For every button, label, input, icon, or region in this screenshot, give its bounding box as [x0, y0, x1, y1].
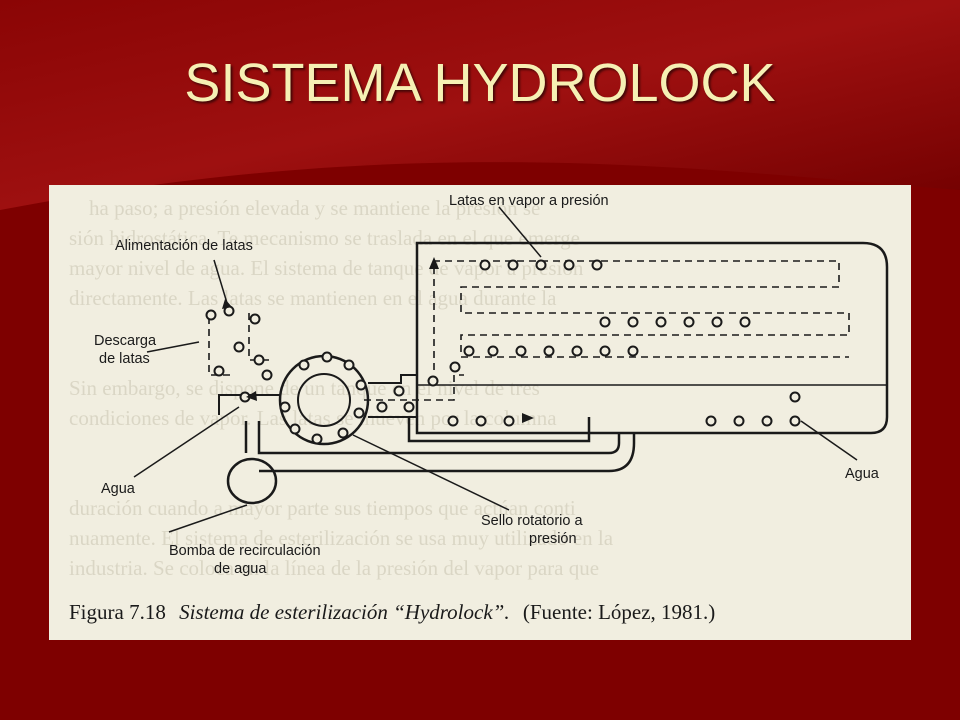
- label-rotary-seal-line1: Sello rotatorio a: [481, 513, 583, 529]
- water-pipes: [244, 417, 636, 473]
- label-steam-cans: Latas en vapor a presión: [449, 193, 609, 209]
- svg-text:mayor nivel de agua. El sistem: mayor nivel de agua. El sistema de tanqu…: [69, 256, 584, 280]
- flow-arrows: [222, 257, 534, 423]
- label-pump-line1: Bomba de recirculación: [169, 543, 321, 559]
- label-rotary-seal-line2: presión: [529, 531, 577, 547]
- scan-bleed-text: ha paso; a presión elevada y se mantiene…: [69, 196, 614, 580]
- caption-source: (Fuente: López, 1981.): [523, 600, 715, 624]
- recirculation-pump: [226, 457, 278, 505]
- label-pump-line2: de agua: [214, 561, 267, 577]
- svg-text:sión hidrostática. Te mecanism: sión hidrostática. Te mecanismo se trasl…: [69, 226, 580, 250]
- label-can-feed: Alimentación de latas: [115, 238, 253, 254]
- svg-text:industria. Se coloca en la lín: industria. Se coloca en la línea de la p…: [69, 556, 599, 580]
- svg-text:directamente. Las latas se man: directamente. Las latas se mantienen en …: [69, 286, 557, 310]
- svg-text:Sin embargo, se dispone de un: Sin embargo, se dispone de un tanque en …: [69, 376, 540, 400]
- caption-title: Sistema de esterilización “Hydrolock”.: [179, 600, 510, 624]
- svg-text:nuamente. El sistema de esteri: nuamente. El sistema de esterilización s…: [69, 526, 614, 550]
- label-water-right: Agua: [845, 466, 880, 482]
- label-discharge-line2: de latas: [99, 351, 150, 367]
- figure-caption: Figura 7.18 Sistema de esterilización “H…: [69, 600, 715, 624]
- svg-text:duración cuando a mayor parte: duración cuando a mayor parte sus tiempo…: [69, 496, 576, 520]
- leader-lines: [133, 206, 858, 533]
- slide-title: SISTEMA HYDROLOCK: [184, 53, 776, 113]
- svg-text:ha paso; a presión elevada y s: ha paso; a presión elevada y se mantiene…: [89, 196, 540, 220]
- caption-prefix: Figura 7.18: [69, 600, 166, 624]
- cans: [205, 259, 801, 445]
- svg-text:condiciones de vapor. Las lata: condiciones de vapor. Las latas se mueve…: [69, 406, 557, 430]
- label-water-left: Agua: [101, 481, 136, 497]
- steam-chamber: [415, 241, 889, 435]
- hydrolock-diagram: ha paso; a presión elevada y se mantiene…: [69, 193, 889, 624]
- label-discharge-line1: Descarga: [94, 333, 157, 349]
- figure-panel: ha paso; a presión elevada y se mantiene…: [49, 185, 911, 640]
